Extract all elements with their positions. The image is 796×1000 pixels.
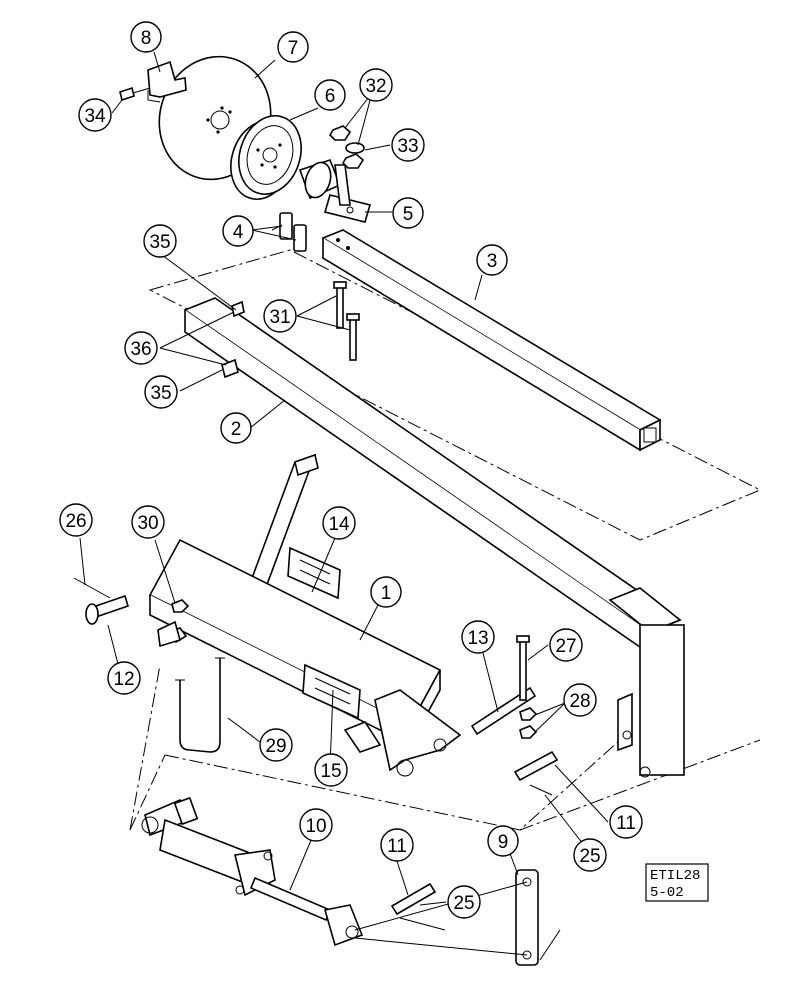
callout-7: 7 <box>277 31 309 63</box>
svg-text:25: 25 <box>453 893 474 914</box>
svg-text:4: 4 <box>233 222 244 243</box>
svg-text:28: 28 <box>569 691 590 712</box>
svg-text:34: 34 <box>84 106 106 127</box>
svg-text:6: 6 <box>325 86 336 107</box>
nuts-28 <box>519 707 538 739</box>
svg-text:32: 32 <box>365 76 386 97</box>
svg-text:35: 35 <box>150 383 171 404</box>
svg-text:36: 36 <box>130 339 151 360</box>
nut-30 <box>171 599 190 613</box>
callout-3: 3 <box>476 244 508 276</box>
svg-text:10: 10 <box>305 816 326 837</box>
callout-28: 28 <box>563 683 597 717</box>
link-9 <box>354 869 561 966</box>
callout-12: 12 <box>107 661 141 695</box>
callout-25-lower: 25 <box>447 885 481 919</box>
svg-text:11: 11 <box>387 836 407 857</box>
coulter-hub <box>230 115 302 200</box>
svg-text:31: 31 <box>269 307 290 328</box>
callout-26: 26 <box>59 503 93 537</box>
reference-code: ETIL28 <box>650 868 700 884</box>
reference-date: 5-02 <box>650 885 684 901</box>
decal-14 <box>287 546 341 600</box>
callout-27: 27 <box>549 628 583 662</box>
callout-8: 8 <box>130 21 162 53</box>
clamp-upper <box>231 300 245 318</box>
callout-13: 13 <box>461 620 495 654</box>
callout-35-upper: 35 <box>143 224 177 258</box>
bolt-34 <box>119 86 151 102</box>
clamp-lower <box>221 358 239 379</box>
callout-1: 1 <box>370 576 402 608</box>
svg-text:1: 1 <box>381 583 392 604</box>
callout-11-upper: 11 <box>609 805 643 839</box>
svg-text:25: 25 <box>579 846 600 867</box>
callout-32: 32 <box>359 68 393 102</box>
callout-15: 15 <box>314 753 348 787</box>
nuts-washer <box>328 125 365 169</box>
svg-text:8: 8 <box>141 28 152 49</box>
pin-11-upper <box>513 750 559 796</box>
callout-14: 14 <box>322 506 356 540</box>
callout-36: 36 <box>124 331 158 365</box>
svg-text:15: 15 <box>320 761 341 782</box>
callout-29: 29 <box>259 728 293 762</box>
spindle-assembly <box>298 159 372 223</box>
bolt-27 <box>516 635 530 701</box>
callout-4: 4 <box>222 215 254 247</box>
svg-text:33: 33 <box>397 136 418 157</box>
svg-text:13: 13 <box>467 628 488 649</box>
callout-10: 10 <box>299 808 333 842</box>
svg-text:14: 14 <box>328 514 350 535</box>
pin-12 <box>73 577 129 625</box>
main-beam <box>183 297 685 778</box>
callout-31: 31 <box>263 299 297 333</box>
main-frame <box>148 453 462 777</box>
callout-30: 30 <box>131 505 165 539</box>
svg-text:27: 27 <box>555 636 576 657</box>
callout-25-upper: 25 <box>573 838 607 872</box>
callout-9: 9 <box>487 825 519 857</box>
svg-text:5: 5 <box>403 204 414 225</box>
callout-2: 2 <box>220 412 252 444</box>
coulter-arm <box>321 229 662 452</box>
svg-text:26: 26 <box>65 511 86 532</box>
callout-33: 33 <box>391 128 425 162</box>
hydraulic-cylinder <box>141 796 364 947</box>
callout-6: 6 <box>314 79 346 111</box>
svg-text:9: 9 <box>498 832 509 853</box>
svg-text:29: 29 <box>265 736 286 757</box>
dashed-assembly-plane-lower <box>129 664 761 831</box>
bolts-31 <box>333 281 360 361</box>
svg-text:12: 12 <box>113 669 134 690</box>
bracket <box>147 60 187 103</box>
spacers <box>271 212 307 252</box>
svg-text:7: 7 <box>288 38 299 59</box>
drawing-reference-box: ETIL28 5-02 <box>645 863 709 902</box>
callout-5: 5 <box>392 197 424 229</box>
svg-text:30: 30 <box>137 513 158 534</box>
callout-34: 34 <box>78 98 112 132</box>
pin-11-lower <box>390 882 446 931</box>
dashed-assembly-plane-upper <box>148 249 762 541</box>
u-bolt <box>157 620 225 753</box>
svg-text:35: 35 <box>149 232 170 253</box>
svg-text:2: 2 <box>231 419 242 440</box>
callout-11-lower: 11 <box>380 828 414 862</box>
callout-35-lower: 35 <box>144 375 178 409</box>
svg-text:11: 11 <box>616 813 636 834</box>
svg-text:3: 3 <box>487 251 498 272</box>
leader-lines <box>79 51 609 906</box>
